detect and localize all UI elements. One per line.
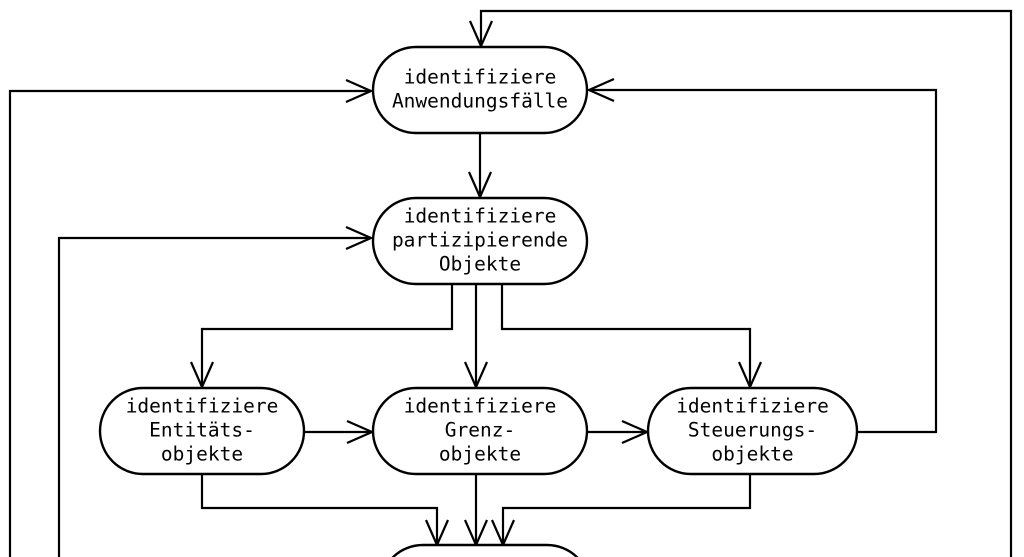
edge-partizipierende-to-steuerungsobjekte bbox=[500, 284, 763, 390]
identifiziere-anwendungsfaelle-shape bbox=[371, 45, 589, 135]
edge-inner-left-loop-to-partizipierende-arrowhead-icon bbox=[345, 225, 374, 251]
identifiziere-partizipierende-objekte-label-line-2: partizipierende bbox=[392, 229, 568, 252]
bottom-node-partial-shape bbox=[391, 543, 579, 557]
edge-steuerungsobjekte-feedback-to-anwendungsfaelle-line bbox=[590, 88, 938, 434]
edge-partizipierende-to-grenzobjekte bbox=[463, 284, 489, 390]
identifiziere-steuerungsobjekte-shape bbox=[646, 386, 859, 476]
identifiziere-grenzobjekte-label-line-1: identifiziere bbox=[404, 395, 557, 418]
identifiziere-anwendungsfaelle-label-line-2: Anwendungsfälle bbox=[392, 90, 568, 113]
edge-steuerungsobjekte-feedback-to-anwendungsfaelle bbox=[586, 77, 938, 434]
edge-outer-left-loop-to-anwendungsfaelle-arrowhead-icon bbox=[345, 78, 374, 104]
identifiziere-entitaetsobjekte-label-line-1: identifiziere bbox=[126, 395, 279, 418]
edge-partizipierende-to-entitaetsobjekte-line bbox=[200, 284, 454, 386]
identifiziere-steuerungsobjekte-label-line-3: objekte bbox=[711, 443, 793, 466]
identifiziere-anwendungsfaelle-label-line-1: identifiziere bbox=[404, 66, 557, 89]
identifiziere-steuerungsobjekte-label-line-2: Steuerungs- bbox=[688, 419, 817, 442]
edge-entitaetsobjekte-to-bottom-node-line bbox=[200, 474, 439, 544]
edge-partizipierende-to-entitaetsobjekte bbox=[189, 284, 454, 390]
edge-entitaetsobjekte-to-bottom-node bbox=[200, 474, 450, 548]
edge-partizipierende-to-steuerungsobjekte-line bbox=[500, 284, 752, 386]
identifiziere-partizipierende-objekte-shape bbox=[371, 196, 589, 286]
identifiziere-entitaetsobjekte-label-line-3: objekte bbox=[161, 443, 243, 466]
edge-outer-left-loop-to-anwendungsfaelle-line bbox=[8, 89, 370, 557]
edge-entitaetsobjekte-to-grenzobjekte bbox=[304, 419, 375, 445]
nodes-layer: identifiziereAnwendungsfälleidentifizier… bbox=[98, 45, 859, 557]
identifiziere-entitaetsobjekte-label-line-2: Entitäts- bbox=[149, 419, 255, 442]
edge-outer-left-loop-to-anwendungsfaelle bbox=[8, 78, 374, 557]
edge-anwendungsfaelle-to-partizipierende bbox=[467, 133, 493, 200]
identifiziere-steuerungsobjekte-label-line-1: identifiziere bbox=[676, 395, 829, 418]
identifiziere-partizipierende-objekte-label-line-3: Objekte bbox=[439, 253, 521, 276]
edges-layer bbox=[8, 9, 1013, 557]
edge-steuerungsobjekte-feedback-to-anwendungsfaelle-arrowhead-icon bbox=[586, 77, 615, 103]
edge-inner-left-loop-to-partizipierende bbox=[57, 225, 374, 557]
edge-grenzobjekte-to-steuerungsobjekte bbox=[587, 419, 650, 445]
node-bottom-node-partial[interactable] bbox=[380, 543, 590, 557]
edge-steuerungsobjekte-to-bottom-node-line bbox=[501, 474, 752, 544]
identifiziere-grenzobjekte-shape bbox=[371, 386, 589, 476]
identifiziere-partizipierende-objekte-label-line-1: identifiziere bbox=[404, 205, 557, 228]
edge-inner-left-loop-to-partizipierende-line bbox=[57, 236, 370, 557]
edge-outer-right-loop-to-anwendungsfaelle-line bbox=[479, 9, 1013, 557]
identifiziere-grenzobjekte-label-line-2: Grenz- bbox=[445, 419, 515, 442]
identifiziere-entitaetsobjekte-shape bbox=[98, 386, 306, 476]
identifiziere-grenzobjekte-label-line-3: objekte bbox=[439, 443, 521, 466]
edge-steuerungsobjekte-to-bottom-node bbox=[490, 474, 752, 548]
edge-grenzobjekte-to-bottom-node bbox=[463, 474, 489, 548]
